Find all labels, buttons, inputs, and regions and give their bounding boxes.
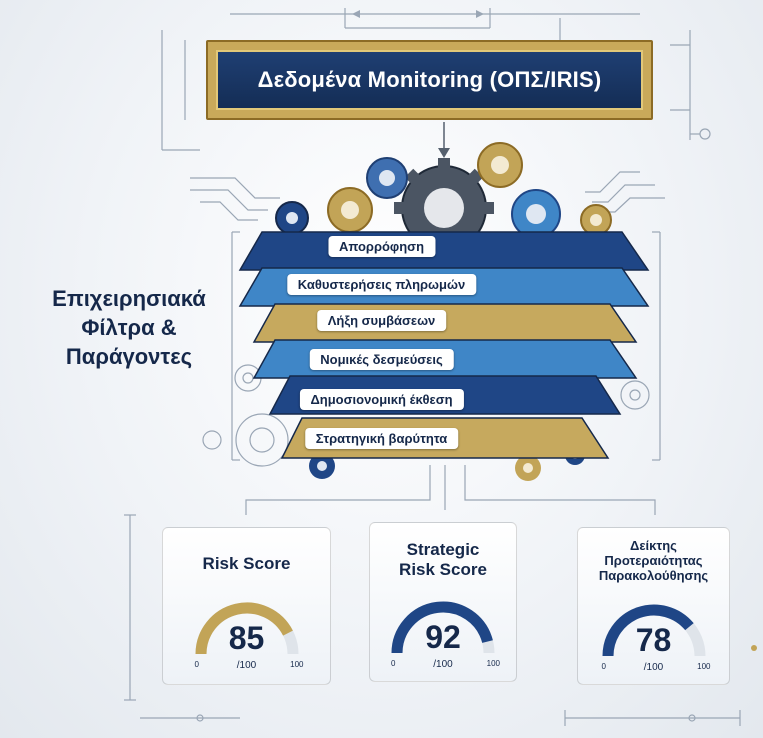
filter-layer-label-payment-delays: Καθυστερήσεις πληρωμών [286,274,477,295]
gauge-suffix: /100 [643,662,664,673]
filter-layer-shape [238,231,650,271]
risk-score-card: Risk Score 85 0 100 /100 [150,515,343,697]
gear-icon [366,157,408,199]
gauge-arc [391,601,495,654]
gauge-suffix: /100 [236,660,257,671]
risk-score-gauge: 85 0 100 /100 [188,598,306,676]
title-banner-inner: Δεδομένα Monitoring (ΟΠΣ/IRIS) [216,50,643,110]
filter-layer-label-strategic-weight: Στρατηγική βαρύτητα [304,428,459,449]
gauge-max: 100 [290,660,304,669]
gauge-max: 100 [486,659,500,668]
card-title-line: Προτεραιότητας [604,553,703,568]
card-title: Risk Score [163,554,330,574]
side-label-line: Παράγοντες [65,344,193,369]
gauge-min: 0 [391,659,396,668]
card-title-line: Risk Score [202,554,291,573]
title-banner: Δεδομένα Monitoring (ΟΠΣ/IRIS) [206,40,653,120]
card-inner: Δείκτης Προτεραιότητας Παρακολούθησης 78… [577,527,730,685]
gauge-value: 85 [228,620,265,656]
gauge-suffix: /100 [433,659,453,670]
side-label-line: Επιχειρησιακά [52,286,206,311]
gauge-min: 0 [194,660,199,669]
gauge-value: 78 [635,622,672,658]
gear-icon [477,142,523,188]
strategic-risk-score-gauge: 92 0 100 /100 [384,597,502,675]
side-label-line: Φίλτρα & [81,315,177,340]
strategic-risk-score-card: Strategic Risk Score 92 0 100 /100 [357,510,529,694]
gauge-arc [195,602,298,655]
filter-layer-label-legal-commitments: Νομικές δεσμεύσεις [309,349,454,370]
filter-layer-label-absorption: Απορρόφηση [327,236,436,257]
card-title-line: Δείκτης [630,538,677,553]
gauge-max: 100 [697,662,711,671]
filter-layer-label-contract-expiry: Λήξη συμβάσεων [316,310,447,331]
card-title-line: Strategic [406,540,480,559]
card-inner: Strategic Risk Score 92 0 100 /100 [369,522,517,682]
card-title-line: Risk Score [399,560,487,579]
gauge-min: 0 [601,662,606,671]
card-title-line: Παρακολούθησης [598,568,709,583]
filter-layer-label-fiscal-exposure: Δημοσιονομική έκθεση [299,389,464,410]
gauge-value: 92 [425,619,461,655]
page-title: Δεδομένα Monitoring (ΟΠΣ/IRIS) [257,67,602,92]
card-title: Δείκτης Προτεραιότητας Παρακολούθησης [578,538,729,583]
gear-icon [580,204,612,236]
gauge-arc [602,604,705,657]
card-inner: Risk Score 85 0 100 /100 [162,527,331,685]
gear-icon [275,201,309,235]
monitoring-priority-gauge: 78 0 100 /100 [595,600,713,678]
card-title: Strategic Risk Score [370,540,516,580]
monitoring-priority-index-card: Δείκτης Προτεραιότητας Παρακολούθησης 78… [565,515,742,697]
side-label: Επιχειρησιακά Φίλτρα & Παράγοντες [34,284,224,371]
